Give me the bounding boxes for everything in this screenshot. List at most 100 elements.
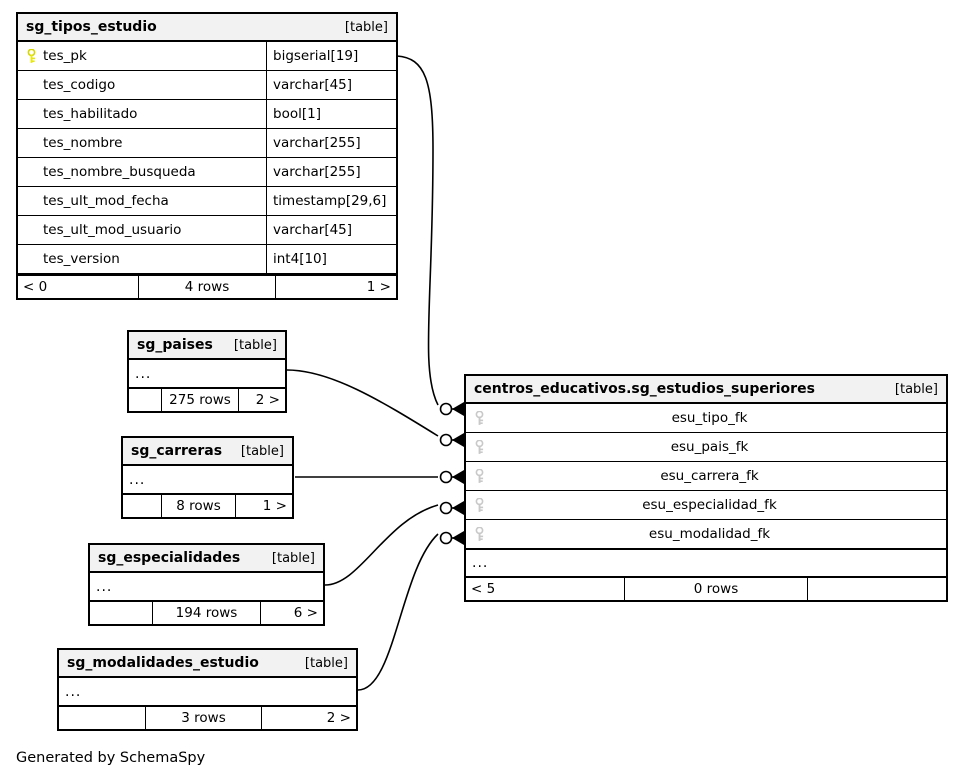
column-label: esu_pais_fk [670, 439, 749, 455]
table-type-tag: [table] [304, 655, 348, 671]
column-name-cell: tes_nombre [18, 135, 266, 151]
footer-parents-count: < 5 [471, 581, 496, 597]
column-type: varchar[45] [266, 71, 396, 99]
table-title: sg_especialidades [98, 550, 241, 566]
footer-row-count: 8 rows [161, 495, 236, 517]
footer-children-count: 1 > [366, 279, 391, 295]
footer-children-count: 6 > [293, 605, 318, 621]
table-row[interactable]: tes_nombre_busqueda varchar[255] [18, 158, 396, 187]
table-type-tag: [table] [240, 443, 284, 459]
column-name-cell: tes_ult_mod_usuario [18, 222, 266, 238]
table-footer: 3 rows 2 > [59, 705, 356, 729]
footer-row-count: 275 rows [161, 389, 239, 411]
table-title: sg_carreras [131, 443, 223, 459]
column-type: int4[10] [266, 245, 396, 273]
table-row[interactable]: esu_carrera_fk [466, 462, 946, 491]
column-name-cell: tes_version [18, 251, 266, 267]
table-header: sg_especialidades [table] [90, 545, 323, 573]
column-type: bool[1] [266, 100, 396, 128]
spacer [26, 194, 37, 209]
footer-parents-count [123, 495, 161, 517]
generated-by-caption: Generated by SchemaSpy [16, 750, 206, 766]
table-type-tag: [table] [271, 550, 315, 566]
footer-parents-count [59, 707, 145, 729]
spacer [26, 78, 37, 93]
table-type-tag: [table] [344, 19, 388, 35]
column-name-cell: tes_codigo [18, 77, 266, 93]
table-header: sg_tipos_estudio [table] [18, 14, 396, 42]
table-sg-modalidades-estudio[interactable]: sg_modalidades_estudio [table] ... 3 row… [57, 648, 358, 731]
table-sg-estudios-superiores[interactable]: centros_educativos.sg_estudios_superiore… [464, 374, 948, 602]
table-row[interactable]: esu_pais_fk [466, 433, 946, 462]
key-icon [474, 468, 485, 484]
table-row[interactable]: tes_pk bigserial[19] [18, 42, 396, 71]
table-header: sg_carreras [table] [123, 438, 292, 466]
column-type: varchar[255] [266, 158, 396, 186]
footer-children-count: 2 > [326, 710, 351, 726]
edge-endpoints [439, 402, 464, 545]
spacer [26, 223, 37, 238]
table-title: sg_modalidades_estudio [67, 655, 259, 671]
table-footer: 8 rows 1 > [123, 493, 292, 517]
column-label: tes_codigo [43, 77, 116, 93]
column-name-cell: tes_pk [18, 48, 266, 64]
key-icon [474, 526, 485, 542]
table-type-tag: [table] [233, 337, 277, 353]
column-label: esu_modalidad_fk [648, 526, 771, 542]
table-sg-paises[interactable]: sg_paises [table] ... 275 rows 2 > [127, 330, 287, 413]
column-label: tes_nombre [43, 135, 123, 151]
footer-row-count: 4 rows [138, 276, 276, 298]
spacer [26, 252, 37, 267]
column-type: bigserial[19] [266, 42, 396, 70]
table-header: sg_modalidades_estudio [table] [59, 650, 356, 678]
footer-children-count: 2 > [255, 392, 280, 408]
spacer [26, 136, 37, 151]
spacer [26, 165, 37, 180]
column-label: esu_especialidad_fk [642, 497, 777, 513]
collapsed-columns-indicator: ... [466, 549, 946, 576]
footer-parents-count [129, 389, 161, 411]
spacer [26, 107, 37, 122]
column-name-cell: esu_modalidad_fk [466, 526, 946, 542]
table-sg-especialidades[interactable]: sg_especialidades [table] ... 194 rows 6… [88, 543, 325, 626]
table-row[interactable]: tes_codigo varchar[45] [18, 71, 396, 100]
footer-children-count [808, 578, 946, 600]
column-type: varchar[45] [266, 216, 396, 244]
table-row[interactable]: esu_especialidad_fk [466, 491, 946, 520]
table-sg-carreras[interactable]: sg_carreras [table] ... 8 rows 1 > [121, 436, 294, 519]
footer-parents-count: < 0 [23, 279, 48, 295]
table-title: sg_paises [137, 337, 213, 353]
footer-children-count: 1 > [262, 498, 287, 514]
footer-row-count: 0 rows [624, 578, 808, 600]
key-icon [474, 497, 485, 513]
column-label: tes_pk [43, 48, 87, 64]
table-title: sg_tipos_estudio [26, 19, 157, 35]
table-sg-tipos-estudio[interactable]: sg_tipos_estudio [table] tes_pk bigseria… [16, 12, 398, 300]
column-name-cell: tes_habilitado [18, 106, 266, 122]
footer-parents-count [90, 602, 152, 624]
table-row[interactable]: tes_ult_mod_fecha timestamp[29,6] [18, 187, 396, 216]
footer-row-count: 194 rows [152, 602, 261, 624]
table-row[interactable]: esu_modalidad_fk [466, 520, 946, 549]
table-row[interactable]: esu_tipo_fk [466, 404, 946, 433]
column-name-cell: esu_carrera_fk [466, 468, 946, 484]
edge-especialidades-to-especialidad-fk [324, 504, 439, 586]
column-type: timestamp[29,6] [266, 187, 396, 215]
table-row[interactable]: tes_ult_mod_usuario varchar[45] [18, 216, 396, 245]
footer-row-count: 3 rows [145, 707, 262, 729]
table-header: centros_educativos.sg_estudios_superiore… [466, 376, 946, 404]
table-footer: < 0 4 rows 1 > [18, 274, 396, 298]
table-footer: 194 rows 6 > [90, 600, 323, 624]
column-label: esu_tipo_fk [671, 410, 748, 426]
table-row[interactable]: tes_habilitado bool[1] [18, 100, 396, 129]
column-name-cell: esu_tipo_fk [466, 410, 946, 426]
table-row[interactable]: tes_nombre varchar[255] [18, 129, 396, 158]
table-type-tag: [table] [894, 381, 938, 397]
collapsed-columns-indicator: ... [65, 683, 82, 700]
table-footer: < 5 0 rows [466, 576, 946, 600]
edge-paises-to-pais-fk [286, 369, 439, 437]
column-name-cell: tes_nombre_busqueda [18, 164, 266, 180]
key-icon [474, 410, 485, 426]
table-row[interactable]: tes_version int4[10] [18, 245, 396, 274]
